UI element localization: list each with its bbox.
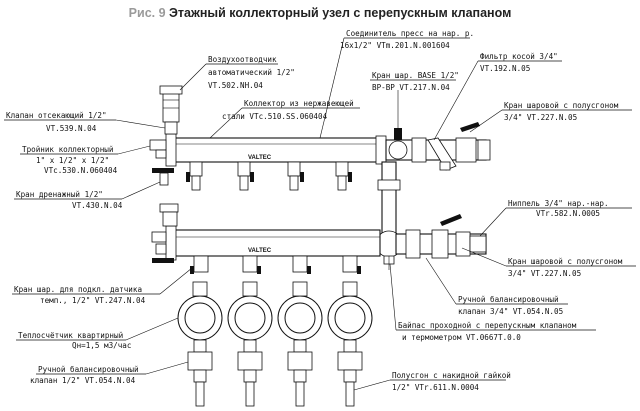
label-union-1: Полусгон с накидной гайкой xyxy=(392,371,511,380)
figure-number: Рис. 9 xyxy=(128,6,166,20)
label-shutoff-2: VT.539.N.04 xyxy=(46,124,97,133)
label-shutoff-1: Клапан отсекающий 1/2" xyxy=(6,111,107,120)
label-balvalve-r-2: клапан 3/4" VT.054.N.05 xyxy=(458,307,563,316)
label-balvalve-l-2: клапан 1/2" VT.054.N.04 xyxy=(30,376,136,385)
label-sensor-2: темп., 1/2" VT.247.N.04 xyxy=(40,296,146,305)
callout-labels: Воздухоотводчик автоматический 1/2" VT.5… xyxy=(4,29,636,392)
label-bypass-1: Байпас проходной с перепускным клапаном xyxy=(398,321,577,330)
label-air-vent-1: Воздухоотводчик xyxy=(208,55,277,64)
label-press-1: Соединитель пресс на нар. р. xyxy=(346,29,474,38)
air-vent-bottom-icon xyxy=(151,203,179,263)
label-base-1: Кран шар. BASE 1/2" xyxy=(372,71,459,80)
label-manifold-1: Коллектор из нержавеющей xyxy=(244,99,354,108)
label-bypass-2: и термометром VT.0667T.0.0 xyxy=(402,333,521,342)
supply-manifold: VALTEC xyxy=(165,133,387,167)
branch-1 xyxy=(177,255,223,407)
label-nipple-2: VTr.582.N.0005 xyxy=(536,209,600,218)
label-ballhalf1-1: Кран шаровой с полусгоном xyxy=(504,101,619,110)
label-nipple-1: Ниппель 3/4" нар.-нар. xyxy=(508,199,609,208)
branch-3 xyxy=(277,255,323,407)
label-meter-1: Теплосчётчик квартирный xyxy=(18,331,123,340)
label-drain-1: Кран дренажный 1/2" xyxy=(16,190,103,199)
label-air-vent-3: VT.502.NH.04 xyxy=(208,81,263,90)
supply-branches xyxy=(186,161,352,191)
label-tee-3: VTc.530.N.060404 xyxy=(44,166,118,175)
label-sensor-1: Кран шар. для подкл. датчика xyxy=(14,285,142,294)
label-filter-2: VT.192.N.05 xyxy=(480,64,530,73)
branch-2 xyxy=(227,255,273,407)
label-ballhalf2-1: Кран шаровой с полусгоном xyxy=(508,257,623,266)
label-tee-1: Тройник коллекторный xyxy=(22,145,113,154)
label-press-2: 16x1/2" VTm.201.N.001604 xyxy=(340,41,450,50)
brand-mark-top: VALTEC xyxy=(248,155,272,161)
figure-title-text: Этажный коллекторный узел с перепускным … xyxy=(169,6,512,20)
return-outlet-assembly xyxy=(395,214,487,259)
label-filter-1: Фильтр косой 3/4" xyxy=(480,52,558,61)
label-balvalve-r-1: Ручной балансировочный xyxy=(458,295,559,304)
label-meter-2: Qн=1,5 м3/час xyxy=(72,341,131,350)
label-air-vent-2: автоматический 1/2" xyxy=(208,68,295,77)
air-vent-icon xyxy=(159,85,183,135)
label-balvalve-l-1: Ручной балансировочный xyxy=(38,365,139,374)
label-drain-2: VT.430.N.04 xyxy=(72,201,123,210)
label-ballhalf1-2: 3/4" VT.227.N.05 xyxy=(504,113,577,122)
return-branches xyxy=(177,255,373,407)
label-union-2: 1/2" VTr.611.N.0004 xyxy=(392,383,479,392)
label-ballhalf2-2: 3/4" VT.227.N.05 xyxy=(508,269,581,278)
label-manifold-2: стали VTc.510.SS.060404 xyxy=(222,112,328,121)
label-base-2: ВР-ВР VT.217.N.04 xyxy=(372,83,450,92)
left-fittings xyxy=(149,139,174,186)
brand-mark-bottom: VALTEC xyxy=(248,248,272,254)
figure-title: Рис. 9 Этажный коллекторный узел с переп… xyxy=(0,6,640,20)
return-manifold: VALTEC xyxy=(165,225,381,261)
label-tee-2: 1" x 1/2" x 1/2" xyxy=(36,156,109,165)
branch-4 xyxy=(327,255,373,407)
